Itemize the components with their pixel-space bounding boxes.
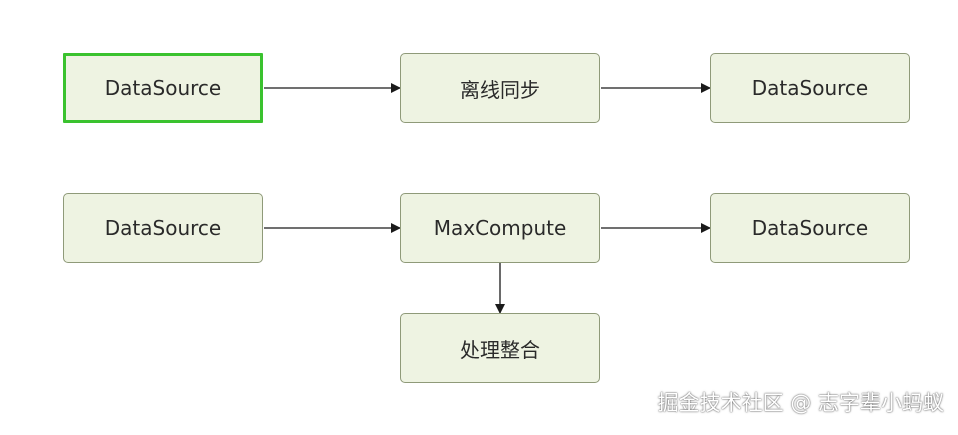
node-label: 处理整合	[460, 337, 540, 362]
node-label: DataSource	[104, 216, 222, 240]
node-label: DataSource	[751, 216, 869, 240]
node-label: 离线同步	[460, 77, 540, 102]
node-datasource-source-bottom[interactable]: DataSource	[63, 193, 263, 263]
node-label: DataSource	[751, 76, 869, 100]
node-label: DataSource	[104, 76, 222, 100]
watermark-text: 掘金技术社区 @ 志字辈小蚂蚁	[657, 391, 944, 415]
node-label: MaxCompute	[433, 216, 567, 240]
node-offline-sync[interactable]: 离线同步	[400, 53, 600, 123]
node-datasource-source-top[interactable]: DataSource	[63, 53, 263, 123]
node-datasource-target-top[interactable]: DataSource	[710, 53, 910, 123]
node-processing-integration[interactable]: 处理整合	[400, 313, 600, 383]
node-datasource-target-bottom[interactable]: DataSource	[710, 193, 910, 263]
node-maxcompute[interactable]: MaxCompute	[400, 193, 600, 263]
